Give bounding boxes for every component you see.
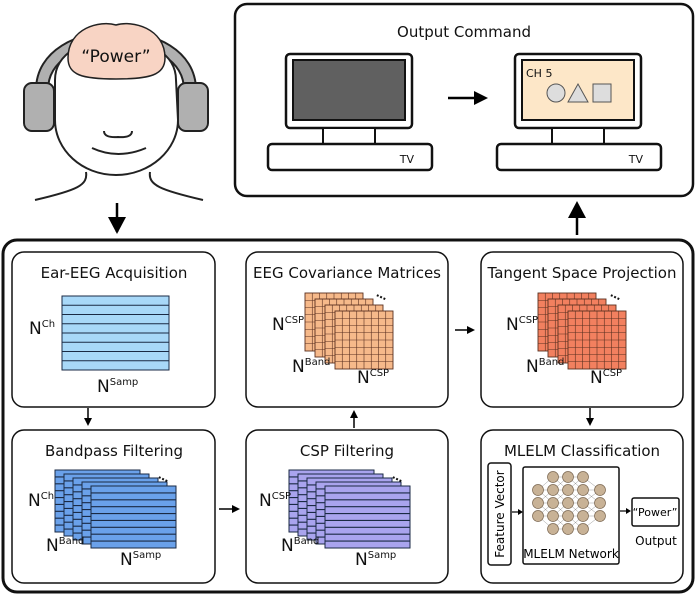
thought-text: “Power” — [81, 47, 150, 67]
svg-text:…: … — [374, 287, 389, 303]
band-matrix-5 — [90, 485, 177, 549]
neuron-1-2 — [547, 497, 559, 509]
neuron-4-1 — [594, 497, 606, 509]
user-head-illustration: “Power” — [23, 22, 209, 201]
svg-text:NCSP: NCSP — [357, 368, 389, 388]
neuron-0-1 — [532, 497, 544, 509]
right-earcup — [177, 82, 209, 132]
neuron-4-0 — [594, 484, 606, 496]
neuron-1-0 — [547, 471, 559, 483]
tv-on-label: TV — [628, 153, 644, 166]
shoulders — [34, 171, 204, 201]
tangent-matrix-stack — [537, 292, 627, 370]
neuron-3-0 — [577, 471, 589, 483]
output-command-panel: Output Command TV CH 5 TV — [233, 2, 695, 198]
covariance-matrix-stack — [304, 292, 394, 370]
csp-matrix-5 — [324, 485, 411, 549]
stage-covariance-title: EEG Covariance Matrices — [253, 264, 441, 282]
bandpass-dim-labels: NCh NBand NSamp … — [28, 469, 172, 570]
square-shape-icon — [592, 83, 612, 103]
tangent-matrix-4 — [567, 310, 627, 370]
svg-text:NBand: NBand — [281, 536, 319, 556]
stage-acquisition-title: Ear-EEG Acquisition — [41, 264, 188, 282]
neuron-2-3 — [562, 510, 574, 522]
neuron-2-4 — [562, 523, 574, 535]
svg-text:NCSP: NCSP — [259, 491, 291, 511]
neuron-2-2 — [562, 497, 574, 509]
stage-csp-title: CSP Filtering — [300, 442, 394, 460]
mlelm-internals: Feature Vector MLELM Network “Power” Out… — [487, 462, 680, 566]
neuron-3-1 — [577, 484, 589, 496]
svg-text:…: … — [156, 469, 171, 485]
pipeline-panel — [1, 238, 695, 594]
bandpass-matrix-stack — [54, 469, 177, 549]
neuron-1-4 — [547, 523, 559, 535]
mouth — [103, 130, 133, 139]
svg-text:…: … — [608, 287, 623, 303]
neuron-1-3 — [547, 510, 559, 522]
neuron-2-0 — [562, 471, 574, 483]
stage-tangent-title: Tangent Space Projection — [487, 264, 677, 282]
neuron-3-3 — [577, 510, 589, 522]
circle-shape-icon — [546, 83, 566, 103]
output-label: Output — [635, 534, 677, 548]
tv-on: CH 5 TV — [495, 52, 663, 172]
neuron-3-2 — [577, 497, 589, 509]
neuron-1-1 — [547, 484, 559, 496]
feature-vector-box — [487, 462, 512, 566]
tv-off-label: TV — [399, 153, 415, 166]
left-earcup — [23, 82, 55, 132]
svg-text:NSamp: NSamp — [120, 550, 161, 570]
svg-text:NCSP: NCSP — [590, 368, 622, 388]
mlelm-network-label: MLELM Network — [523, 547, 619, 561]
svg-text:…: … — [390, 469, 405, 485]
tv-off-screen — [292, 59, 406, 121]
cov-matrix-4 — [334, 310, 394, 370]
output-command-title: Output Command — [397, 23, 531, 41]
svg-text:NCh: NCh — [28, 491, 54, 511]
svg-text:NCSP: NCSP — [506, 315, 538, 335]
brain-bubble — [67, 22, 166, 80]
output-value: “Power” — [633, 506, 678, 519]
svg-text:NBand: NBand — [292, 357, 330, 377]
svg-text:NBand: NBand — [46, 536, 84, 556]
output-value-box — [631, 497, 680, 527]
svg-text:NSamp: NSamp — [355, 550, 396, 570]
neuron-3-4 — [577, 523, 589, 535]
triangle-shape-icon — [567, 82, 589, 103]
svg-text:NCSP: NCSP — [272, 315, 304, 335]
svg-text:NBand: NBand — [526, 357, 564, 377]
tangent-dim-labels: NCSP NBand NCSP … — [506, 287, 624, 388]
acquisition-dim-labels: NCh NSamp — [29, 319, 138, 397]
svg-text:NCh: NCh — [29, 319, 55, 339]
svg-text:NSamp: NSamp — [97, 377, 138, 397]
signal-matrix — [61, 295, 170, 371]
neural-network-graph — [532, 471, 606, 535]
neuron-0-0 — [532, 484, 544, 496]
csp-matrix-stack — [288, 469, 411, 549]
neuron-2-1 — [562, 484, 574, 496]
flow-arrows — [84, 326, 594, 513]
stage-mlelm-title: MLELM Classification — [504, 442, 660, 460]
tv-off: TV — [266, 52, 434, 172]
stage-bandpass-title: Bandpass Filtering — [45, 442, 183, 460]
csp-dim-labels: NCSP NBand NSamp … — [259, 469, 406, 570]
acquisition-matrix — [61, 295, 170, 371]
covariance-dim-labels: NCSP NBand NCSP … — [272, 287, 390, 388]
neuron-4-2 — [594, 510, 606, 522]
feature-vector-label: Feature Vector — [493, 470, 507, 557]
neuron-0-2 — [532, 510, 544, 522]
channel-label: CH 5 — [526, 67, 552, 80]
